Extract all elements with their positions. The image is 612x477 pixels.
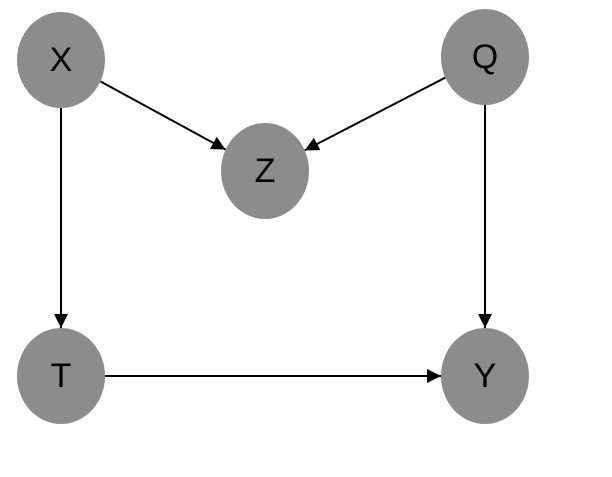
node-z: Z — [221, 123, 309, 219]
edges-layer — [54, 76, 492, 383]
node-q: Q — [441, 9, 529, 105]
edge-q-to-z — [304, 76, 446, 152]
node-y-shape — [441, 328, 529, 424]
node-x-shape — [17, 12, 105, 108]
node-x: X — [17, 12, 105, 108]
edge-x-to-z — [99, 80, 227, 151]
node-x-label: X — [50, 41, 73, 79]
node-t-shape — [17, 328, 105, 424]
node-z-shape — [221, 123, 309, 219]
node-q-shape — [441, 9, 529, 105]
node-q-label: Q — [472, 38, 498, 76]
node-t-label: T — [51, 357, 72, 395]
node-z-label: Z — [255, 152, 276, 190]
node-y: Y — [441, 328, 529, 424]
node-t: T — [17, 328, 105, 424]
node-y-label: Y — [474, 357, 497, 395]
